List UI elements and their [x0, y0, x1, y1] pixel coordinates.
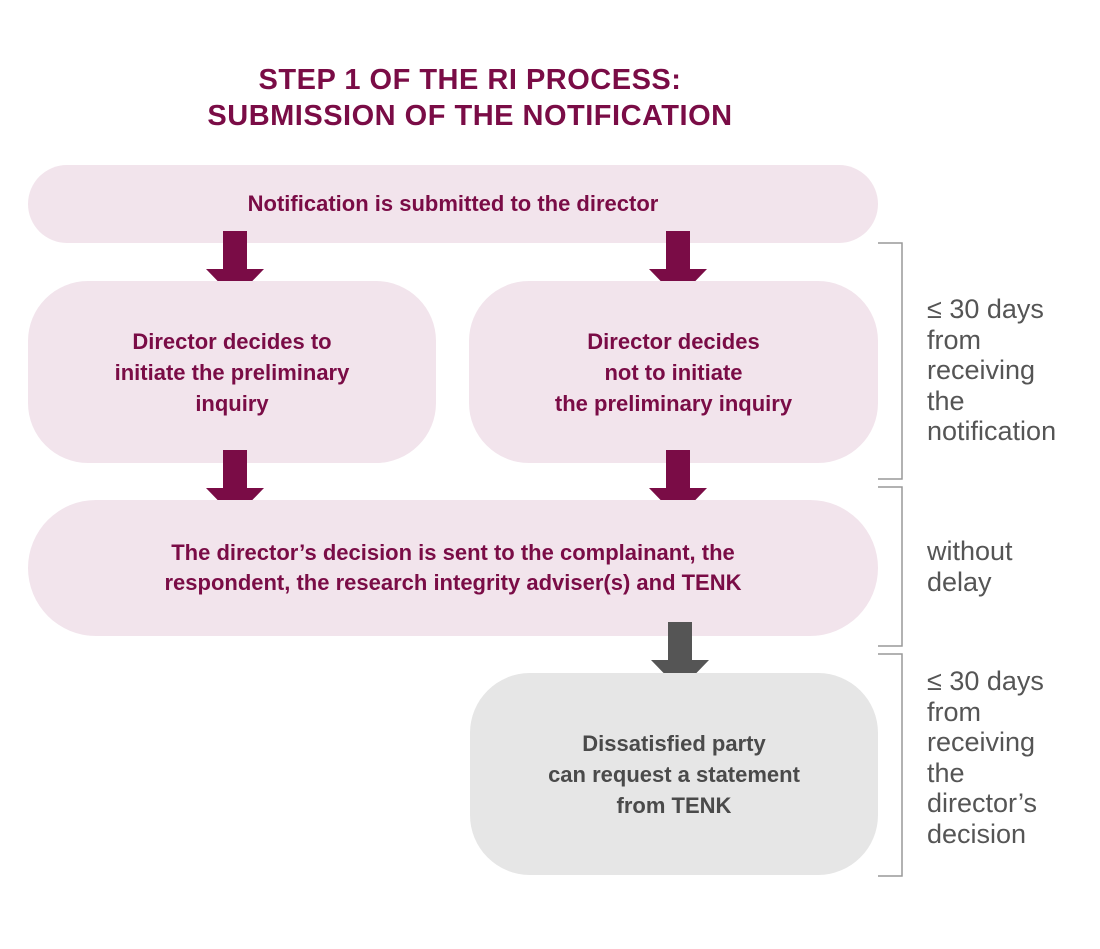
- decides-not-initiate-line: not to initiate: [604, 359, 743, 385]
- title-line-1: STEP 1 OF THE RI PROCESS:: [258, 64, 682, 96]
- timeframe-line: delay: [927, 566, 992, 597]
- decision-sent-line: respondent, the research integrity advis…: [164, 570, 742, 595]
- decides-initiate-box: Director decides to initiate the prelimi…: [28, 281, 436, 463]
- dissatisfied-party-box: Dissatisfied party can request a stateme…: [470, 673, 878, 875]
- timeframe-line: from: [927, 324, 981, 355]
- decides-initiate-line: initiate the preliminary: [114, 359, 350, 385]
- timeframe-line: from: [927, 696, 981, 727]
- timeframe-bracket: [878, 653, 903, 877]
- notification-submitted-label: Notification is submitted to the directo…: [247, 191, 659, 216]
- decision-sent-box: The director’s decision is sent to the c…: [28, 500, 878, 636]
- decides-not-initiate-line: Director decides: [587, 328, 760, 354]
- timeframe-line: without: [927, 536, 1013, 566]
- timeframe-line: decision: [927, 818, 1027, 849]
- timeframe-bracket: [878, 242, 903, 480]
- timeframe-line: ≤ 30 days: [927, 666, 1044, 696]
- notification-submitted-box: Notification is submitted to the directo…: [28, 165, 878, 243]
- timeframe-note-second: without delay: [927, 536, 1013, 597]
- timeframe-line: the: [927, 385, 965, 416]
- title-line-2: SUBMISSION OF THE NOTIFICATION: [207, 100, 733, 132]
- decides-not-initiate-line: the preliminary inquiry: [554, 390, 793, 416]
- diagram-title: STEP 1 OF THE RI PROCESS: SUBMISSION OF …: [60, 62, 880, 134]
- timeframe-line: the: [927, 757, 965, 788]
- timeframe-line: notification: [927, 416, 1057, 446]
- timeframe-line: receiving: [927, 727, 1036, 757]
- timeframe-note-third: ≤ 30 days from receiving the director’s …: [927, 666, 1044, 849]
- dissatisfied-party-line: can request a statement: [548, 761, 800, 787]
- timeframe-bracket: [878, 486, 903, 647]
- decides-initiate-line: inquiry: [195, 390, 269, 416]
- dissatisfied-party-line: Dissatisfied party: [582, 730, 766, 756]
- dissatisfied-party-line: from TENK: [616, 792, 732, 818]
- decides-not-initiate-box: Director decides not to initiate the pre…: [469, 281, 878, 463]
- timeframe-note-first: ≤ 30 days from receiving the notificatio…: [927, 294, 1056, 447]
- decides-initiate-line: Director decides to: [132, 328, 332, 354]
- timeframe-line: ≤ 30 days: [927, 294, 1044, 324]
- timeframe-line: receiving: [927, 355, 1036, 385]
- timeframe-line: director’s: [927, 788, 1038, 818]
- decision-sent-line: The director’s decision is sent to the c…: [171, 540, 735, 565]
